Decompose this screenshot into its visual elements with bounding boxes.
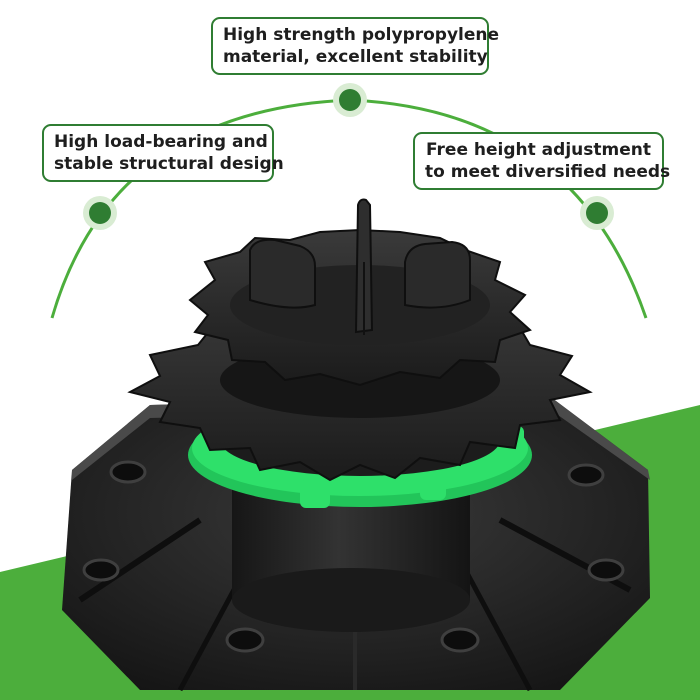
callout-load-bearing-line1: High load-bearing and xyxy=(54,132,268,152)
screw-hole-icon xyxy=(82,558,120,582)
support-column xyxy=(232,470,470,632)
callout-material-line2: material, excellent stability xyxy=(223,47,488,67)
callout-height-adjustment-line1: Free height adjustment xyxy=(426,140,651,160)
top-gear-head xyxy=(188,198,532,387)
callout-material: High strength polypropylene material, ex… xyxy=(211,17,500,75)
callout-height-adjustment: Free height adjustment to meet diversifi… xyxy=(413,132,671,190)
screw-hole-icon xyxy=(225,627,265,653)
screw-hole-icon xyxy=(440,627,480,653)
callout-load-bearing-line2: stable structural design xyxy=(54,154,284,174)
screw-hole-icon xyxy=(587,558,625,582)
callout-load-bearing: High load-bearing and stable structural … xyxy=(42,124,284,182)
dot-marker-icon xyxy=(333,83,367,117)
screw-hole-icon xyxy=(109,460,147,484)
screw-hole-icon xyxy=(567,463,605,487)
dot-marker-icon xyxy=(580,196,614,230)
callout-height-adjustment-line2: to meet diversified needs xyxy=(425,162,671,182)
dot-marker-icon xyxy=(83,196,117,230)
callout-material-line1: High strength polypropylene xyxy=(223,25,500,45)
